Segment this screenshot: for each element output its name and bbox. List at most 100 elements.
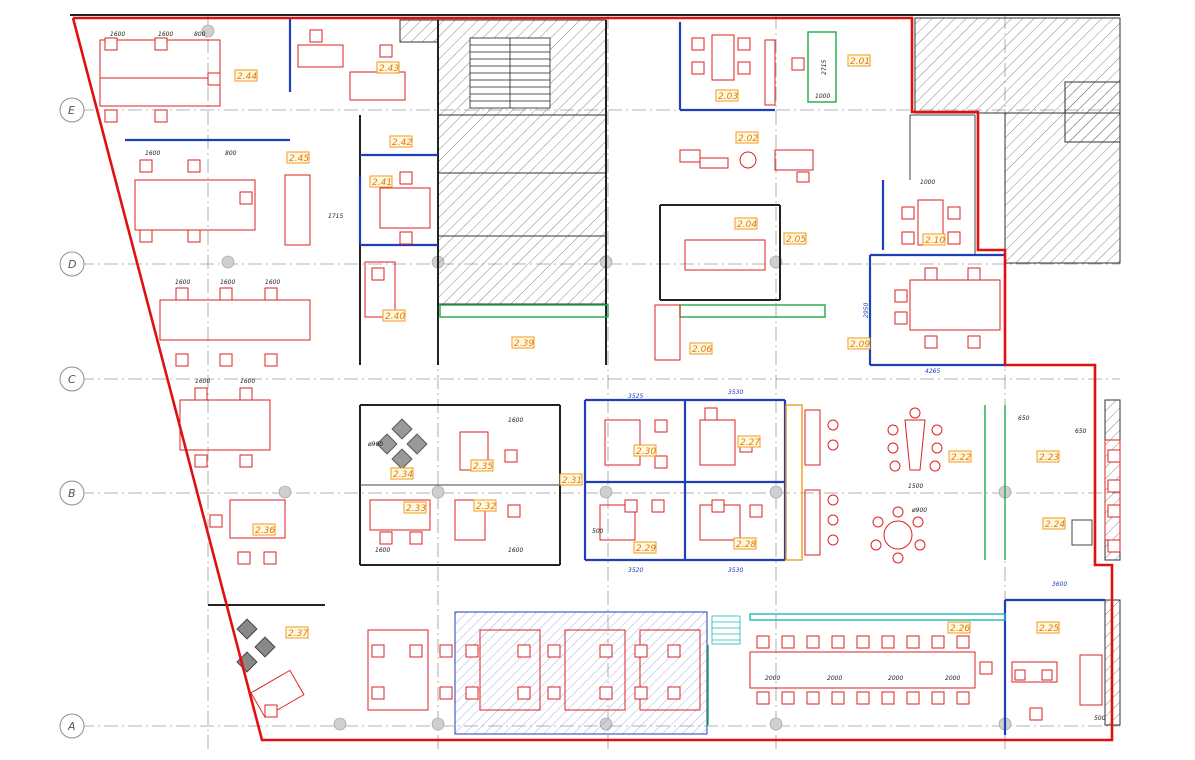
- room-label: 2.30: [633, 444, 657, 457]
- room-label-text: 2.29: [636, 544, 656, 554]
- room-label: 2.36: [252, 523, 276, 536]
- room-label: 2.43: [376, 61, 400, 74]
- dim-text: 1600: [375, 547, 390, 554]
- room-label-text: 2.42: [392, 138, 412, 148]
- dim-text: 2000: [765, 675, 780, 682]
- room-label-text: 2.36: [255, 526, 275, 536]
- room-label-text: 2.31: [562, 476, 582, 486]
- room-label-text: 2.35: [473, 462, 493, 472]
- dim-text: 2000: [827, 675, 842, 682]
- room-label: 2.03: [715, 89, 739, 102]
- room-label-text: 2.40: [385, 312, 405, 322]
- room-label-text: 2.37: [288, 629, 308, 639]
- dim-text: 3530: [728, 389, 743, 396]
- axis-label: A: [59, 713, 85, 739]
- dim-text: 1715: [328, 213, 343, 220]
- dim-text: 1600: [240, 378, 255, 385]
- room-label: 2.35: [470, 459, 494, 472]
- dim-text: 1600: [508, 547, 523, 554]
- room-label: 2.29: [633, 541, 657, 554]
- room-label: 2.10: [922, 233, 946, 246]
- tenant-boundary: [71, 16, 1114, 742]
- room-label-text: 2.44: [237, 72, 257, 82]
- room-label-text: 2.30: [636, 447, 656, 457]
- room-label: 2.32: [473, 499, 497, 512]
- room-label: 2.22: [948, 450, 972, 463]
- axis-label: B: [59, 480, 85, 506]
- room-label: 2.34: [390, 467, 414, 480]
- room-label-text: 2.24: [1045, 520, 1065, 530]
- room-label-text: 2.10: [925, 236, 945, 246]
- room-label: 2.40: [382, 309, 406, 322]
- walls: [70, 14, 1120, 606]
- room-label: 2.06: [689, 342, 713, 355]
- room-label-text: 2.28: [736, 540, 756, 550]
- room-label: 2.01: [847, 54, 871, 67]
- room-label: 2.25: [1036, 621, 1060, 634]
- room-label: 2.33: [403, 501, 427, 514]
- room-label: 2.23: [1036, 450, 1060, 463]
- dim-text: 1600: [175, 279, 190, 286]
- dim-text: 2000: [888, 675, 903, 682]
- room-label: 2.37: [285, 626, 309, 639]
- dimension-annotations-blue: 3525 3530 3520 3530 3600 4265 2950: [628, 303, 1067, 588]
- partitions-blue: [125, 18, 1105, 735]
- dim-text: 1000: [815, 93, 830, 100]
- room-label-text: 2.45: [289, 154, 309, 164]
- room-label-text: 2.02: [738, 134, 758, 144]
- dim-text: 650: [1018, 415, 1030, 422]
- room-label-text: 2.05: [786, 235, 806, 245]
- dim-text: 500: [1094, 715, 1106, 722]
- dim-text: ø900: [367, 441, 383, 448]
- staircase: [469, 37, 741, 645]
- dim-text: ø900: [911, 507, 927, 514]
- axis-labels: E D C B A: [59, 97, 85, 739]
- dim-text: 500: [592, 528, 604, 535]
- room-label-text: 2.04: [737, 220, 757, 230]
- room-label-text: 2.09: [850, 340, 870, 350]
- room-label-text: 2.27: [740, 438, 760, 448]
- room-label-text: 2.43: [379, 64, 399, 74]
- axis-label-text: D: [68, 258, 76, 271]
- axis-label-text: B: [68, 487, 76, 500]
- room-label: 2.27: [737, 435, 761, 448]
- room-label: 2.31: [559, 473, 583, 486]
- room-label-text: 2.34: [393, 470, 413, 480]
- room-label: 2.45: [286, 151, 310, 164]
- room-label: 2.09: [847, 337, 871, 350]
- dim-text: 1600: [265, 279, 280, 286]
- dim-text: 1500: [908, 483, 923, 490]
- room-label-text: 2.06: [692, 345, 712, 355]
- room-label-text: 2.41: [372, 178, 392, 188]
- room-label: 2.39: [511, 336, 535, 349]
- room-label-text: 2.03: [718, 92, 738, 102]
- room-label-text: 2.23: [1039, 453, 1059, 463]
- room-labels: 2.01 2.02 2.03 2.04 2.05 2.06 2.09 2.10 2.22 2.23…: [234, 54, 1066, 639]
- room-label: 2.44: [234, 69, 258, 82]
- room-label-text: 2.25: [1039, 624, 1059, 634]
- axis-label: E: [59, 97, 85, 123]
- dim-text: 1000: [920, 179, 935, 186]
- axis-label-text: A: [67, 720, 76, 733]
- axis-label: D: [59, 251, 85, 277]
- furniture: [99, 29, 1121, 721]
- room-label: 2.24: [1042, 517, 1066, 530]
- dim-text: 2000: [945, 675, 960, 682]
- dim-text: 1600: [158, 31, 173, 38]
- room-label: 2.28: [733, 537, 757, 550]
- room-label-text: 2.33: [406, 504, 426, 514]
- axis-label-text: E: [68, 104, 75, 117]
- room-label-text: 2.26: [950, 624, 970, 634]
- dim-text: 800: [194, 31, 206, 38]
- room-label: 2.04: [734, 217, 758, 230]
- dim-text: 3525: [628, 393, 643, 400]
- dim-text: 4265: [925, 368, 940, 375]
- dim-text: 2715: [821, 60, 828, 75]
- building-core: [399, 17, 1121, 726]
- axis-label: C: [59, 366, 85, 392]
- dim-text: 1600: [110, 31, 125, 38]
- dim-text: 800: [225, 150, 237, 157]
- axis-label-text: C: [68, 373, 76, 386]
- room-label-text: 2.01: [850, 57, 870, 67]
